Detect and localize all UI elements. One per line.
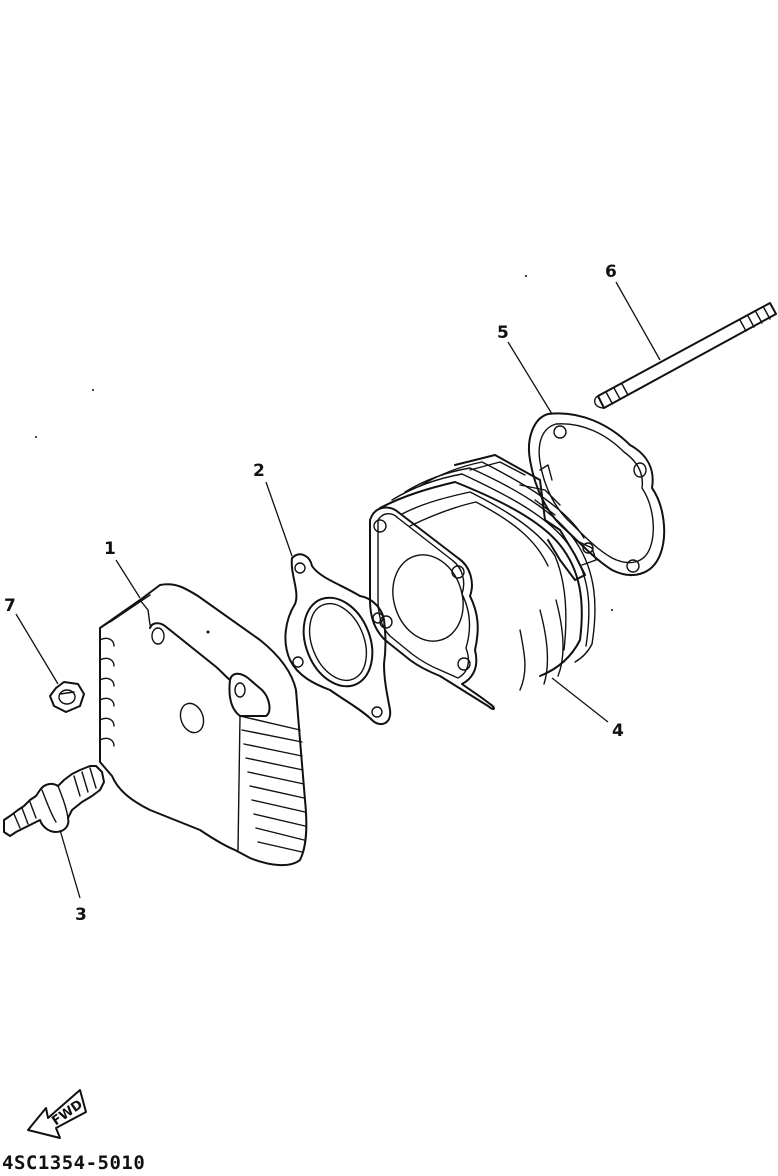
- callout-5: 5: [497, 323, 509, 343]
- leader-4: [551, 677, 609, 723]
- forward-direction-arrow: FWD: [27, 1089, 87, 1139]
- head-gasket: [284, 553, 392, 726]
- nut: [49, 681, 85, 713]
- spark-plug: [3, 765, 105, 837]
- leader-5: [507, 341, 553, 415]
- callout-3: 3: [75, 905, 87, 925]
- diagram-part-number: 4SC1354-5010: [2, 1152, 146, 1174]
- callout-7: 7: [4, 596, 16, 616]
- callout-6: 6: [605, 262, 617, 282]
- leader-2: [265, 481, 293, 557]
- cylinder-gasket: [528, 412, 666, 576]
- callout-4: 4: [612, 721, 624, 741]
- stud-bolt: [593, 302, 777, 409]
- leader-3: [59, 829, 81, 899]
- leader-7: [15, 613, 59, 685]
- leader-6: [615, 281, 661, 361]
- leader-1: [115, 559, 141, 599]
- cylinder-head: [99, 583, 308, 866]
- cylinder: [369, 454, 597, 711]
- leader-lines: [15, 281, 661, 899]
- callout-2: 2: [253, 461, 265, 481]
- callout-1: 1: [104, 539, 116, 559]
